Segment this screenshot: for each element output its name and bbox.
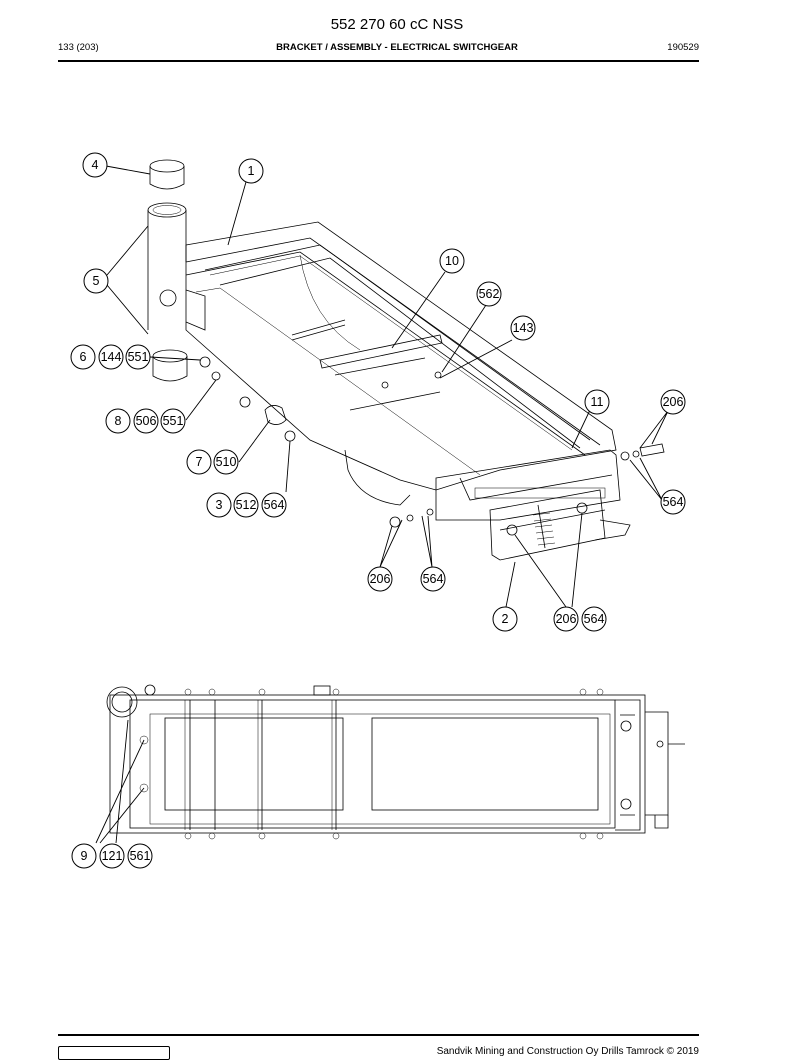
callout-number: 144: [101, 350, 122, 364]
callout-206-right: 206: [660, 389, 686, 415]
callout-number: 506: [136, 414, 157, 428]
callout-number: 562: [479, 287, 500, 301]
callout-2: 2: [492, 606, 518, 632]
page-title: BRACKET / ASSEMBLY - ELECTRICAL SWITCHGE…: [276, 42, 518, 53]
callout-7: 7 510: [186, 449, 239, 475]
callout-143: 143: [510, 315, 536, 341]
callout-number: 206: [556, 612, 577, 626]
date-code: 190529: [667, 42, 699, 53]
header-rule: [58, 60, 699, 62]
callout-6: 6 144 551: [70, 344, 151, 370]
callout-number: 510: [216, 455, 237, 469]
callout-564-lower: 564: [420, 566, 446, 592]
sandvik-logo: [58, 1046, 170, 1060]
callout-number: 121: [102, 849, 123, 863]
callout-206-lower: 206: [367, 566, 393, 592]
callout-1: 1: [238, 158, 264, 184]
callout-11: 11: [584, 389, 610, 415]
callout-number: 206: [663, 395, 684, 409]
callout-number: 4: [92, 158, 99, 172]
callout-number: 206: [370, 572, 391, 586]
callout-4: 4: [82, 152, 108, 178]
callout-number: 561: [130, 849, 151, 863]
callout-564-right: 564: [660, 489, 686, 515]
callout-number: 564: [663, 495, 684, 509]
callout-number: 9: [81, 849, 88, 863]
page-number: 133 (203): [58, 42, 99, 53]
footer-copyright: Sandvik Mining and Construction Oy Drill…: [436, 1046, 699, 1057]
callout-5: 5: [83, 268, 109, 294]
callout-206-564: 206 564: [553, 606, 607, 632]
footer-rule: [58, 1034, 699, 1036]
callout-number: 8: [115, 414, 122, 428]
callout-number: 7: [196, 455, 203, 469]
callout-number: 2: [502, 612, 509, 626]
callout-number: 564: [264, 498, 285, 512]
callout-number: 512: [236, 498, 257, 512]
callout-8: 8 506 551: [105, 408, 186, 434]
callout-9: 9 121 561: [71, 843, 153, 869]
top-view-drawing: [95, 684, 685, 844]
leader-lines: [105, 165, 669, 608]
callout-number: 143: [513, 321, 534, 335]
callout-562: 562: [476, 281, 502, 307]
callout-number: 11: [591, 395, 604, 409]
callout-number: 551: [128, 350, 149, 364]
callout-number: 5: [93, 274, 100, 288]
callout-number: 564: [423, 572, 444, 586]
callout-number: 10: [445, 254, 459, 268]
callout-number: 3: [216, 498, 223, 512]
callout-number: 551: [163, 414, 184, 428]
callout-10: 10: [439, 248, 465, 274]
callout-number: 6: [80, 350, 87, 364]
isometric-assembly-drawing: [147, 159, 665, 561]
callout-number: 1: [248, 164, 255, 178]
document-number: 552 270 60 cC NSS: [330, 16, 464, 33]
callout-number: 564: [584, 612, 605, 626]
callout-3: 3 512 564: [206, 492, 287, 518]
